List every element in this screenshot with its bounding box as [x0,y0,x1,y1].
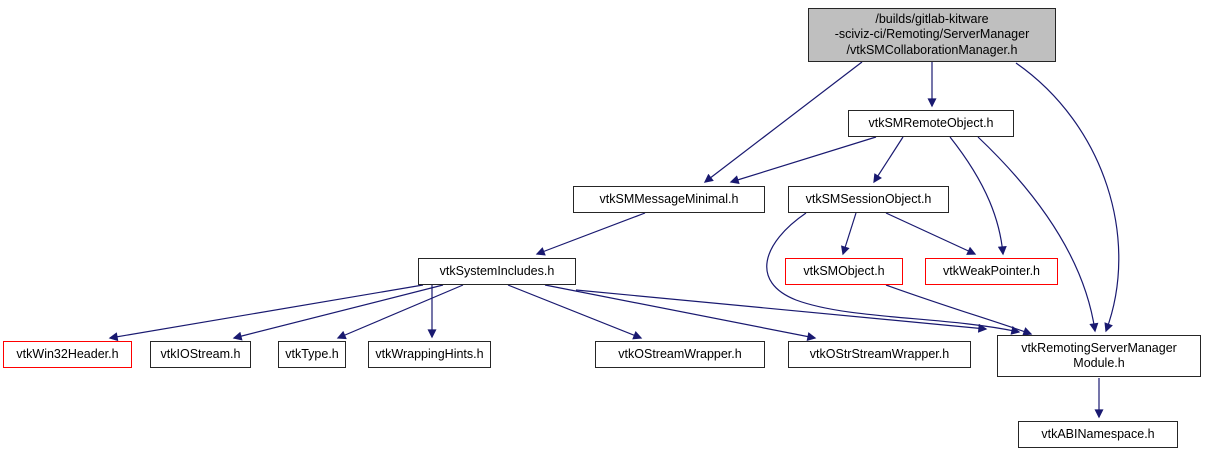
edge-sm-remote-object-to-sm-message-minimal [729,136,877,185]
edge-system-includes-to-type [336,284,464,340]
edge-system-includes-to-win32-header [108,284,424,342]
node-vtkabinamespace-h[interactable]: vtkABINamespace.h [1018,421,1178,448]
edge-sm-session-object-to-sm-object [841,212,857,256]
node-vtksmremoteobject-h[interactable]: vtkSMRemoteObject.h [848,110,1014,137]
node-vtkweakpointer-h[interactable]: vtkWeakPointer.h [925,258,1058,285]
edge-sm-session-object-to-remoting-module [766,212,1021,335]
node-vtksmcollaborationmanager-h[interactable]: /builds/gitlab-kitware -sciviz-ci/Remoti… [808,8,1056,62]
edge-sm-remote-object-to-remoting-module [977,136,1099,333]
edge-system-includes-to-remoting-module [575,289,988,333]
edge-sm-session-object-to-weak-pointer [885,212,977,255]
edge-sm-remote-object-to-weak-pointer [949,136,1007,256]
node-vtkostrstreamwrapper-h[interactable]: vtkOStrStreamWrapper.h [788,341,971,368]
edge-sm-remote-object-to-sm-session-object [873,136,904,184]
node-vtkremotingservermanagermodule-h[interactable]: vtkRemotingServerManager Module.h [997,335,1201,377]
node-vtktype-h[interactable]: vtkType.h [278,341,346,368]
edge-main-to-remoting-module [1015,62,1120,333]
edge-main-to-sm-message-minimal [703,61,863,183]
node-vtkiostream-h[interactable]: vtkIOStream.h [150,341,251,368]
edge-system-includes-to-ostream-wrapper [507,284,643,340]
edge-system-includes-to-ostrstream-wrapper [544,284,817,341]
node-vtksmsessionobject-h[interactable]: vtkSMSessionObject.h [788,186,949,213]
node-vtksmmessageminimal-h[interactable]: vtkSMMessageMinimal.h [573,186,765,213]
node-vtkostreamwrapper-h[interactable]: vtkOStreamWrapper.h [595,341,765,368]
edge-sm-message-minimal-to-system-includes [535,212,646,256]
node-vtkwrappinghints-h[interactable]: vtkWrappingHints.h [368,341,491,368]
node-vtksmobject-h[interactable]: vtkSMObject.h [785,258,903,285]
node-vtksystemincludes-h[interactable]: vtkSystemIncludes.h [418,258,576,285]
edge-sm-object-to-remoting-module [885,284,1033,336]
edge-system-includes-to-iostream [232,284,444,341]
node-vtkwin32header-h[interactable]: vtkWin32Header.h [3,341,132,368]
